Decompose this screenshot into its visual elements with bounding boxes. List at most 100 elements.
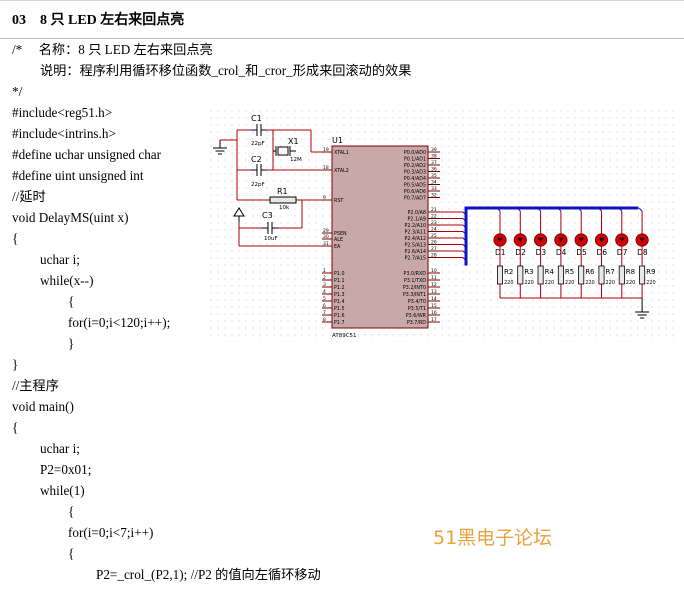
code-line: /* 名称：8 只 LED 左右来回点亮 <box>12 42 213 57</box>
resistor-ref: R8 <box>626 268 635 276</box>
watermark-text: 51黑电子论坛 <box>433 527 553 549</box>
bus-entry <box>516 207 521 212</box>
x1-ref: X1 <box>288 137 299 146</box>
resistor-6 <box>578 265 585 285</box>
vcc-symbol <box>233 207 245 222</box>
chip-pin-number: 6 <box>323 303 326 309</box>
chip-ref: U1 <box>332 136 343 145</box>
bus-entry <box>462 231 467 235</box>
chip-pin-name: P1.3 <box>334 292 345 298</box>
resistor-value: 220 <box>646 280 656 286</box>
chip-pin-name: P0.6/AD6 <box>404 189 426 195</box>
code-line: #define uchar unsigned char <box>12 147 162 162</box>
circuit-schematic: C1 22pF C2 22pF X1 12M R1 10k C3 10uF U1… <box>210 110 678 342</box>
resistor-ref: R5 <box>565 268 574 276</box>
bus-entry <box>598 207 602 212</box>
p2-bus <box>464 206 639 266</box>
resistor-7 <box>598 265 605 285</box>
led-diode-icon <box>557 237 564 243</box>
code-line: uchar i; <box>40 441 80 456</box>
chip-pin-name: P2.4/A12 <box>404 236 426 242</box>
chip-pin-number: 26 <box>431 239 437 245</box>
chip-pin-name: XTAL2 <box>334 168 349 174</box>
capacitor-c1 <box>251 124 267 136</box>
chip-pin-number: 2 <box>323 275 326 281</box>
chip-part: AT89C51 <box>332 333 357 339</box>
code-line: while(1) <box>40 483 85 498</box>
resistor-ref: R4 <box>545 268 555 276</box>
code-line: void DelayMS(uint x) <box>12 210 129 225</box>
chip-pin-name: P3.7/RD <box>407 320 426 326</box>
code-line: { <box>12 231 19 246</box>
resistor-ref: R9 <box>646 268 655 276</box>
chip-pin-name: P0.7/AD7 <box>404 195 426 201</box>
chip-pin-number: 22 <box>431 213 437 219</box>
chip-pin-number: 18 <box>323 165 329 171</box>
chip-pin-name: P3.1/TXD <box>404 278 426 284</box>
code-line: #include<reg51.h> <box>12 105 113 120</box>
chip-pin-name: P2.5/A13 <box>404 242 426 248</box>
chip-pin-name: P3.2/INT0 <box>403 285 426 291</box>
code-line: uchar i; <box>40 252 80 267</box>
chip-pin-number: 39 <box>431 147 437 153</box>
section-heading: 03 8 只 LED 左右来回点亮 <box>12 13 185 28</box>
chip-pin-name: P2.7/A15 <box>404 255 426 261</box>
chip-pin-number: 3 <box>323 282 326 288</box>
chip-pin-name: P1.4 <box>334 299 345 305</box>
resistor-value: 220 <box>504 280 514 286</box>
chip-pins: 19XTAL118XTAL29RST29PSEN30ALE31EA1P1.02P… <box>322 147 440 326</box>
resistor-ref: R7 <box>606 268 615 276</box>
chip-pin-number: 28 <box>431 252 437 258</box>
code-line: #define uint unsigned int <box>12 168 144 183</box>
chip-pin-number: 36 <box>431 166 437 172</box>
led-diode-icon <box>537 237 544 243</box>
chip-pin-number: 24 <box>431 226 437 232</box>
led-diode-icon <box>618 237 625 243</box>
bus-entry <box>618 207 623 212</box>
bus-entry <box>577 207 582 212</box>
bus-entry <box>537 207 541 212</box>
code-line: for(i=0;i<120;i++); <box>68 315 171 330</box>
resistor-value: 220 <box>585 280 595 286</box>
chip-pin-number: 33 <box>431 186 437 192</box>
c3-ref: C3 <box>262 211 273 220</box>
r1-ref: R1 <box>277 187 288 196</box>
resistor-value: 220 <box>606 280 616 286</box>
code-line: { <box>12 420 19 435</box>
c1-ref: C1 <box>251 114 262 123</box>
chip-pin-number: 37 <box>431 160 437 166</box>
bus-entry <box>462 250 467 255</box>
code-line: } <box>12 357 19 372</box>
code-line: } <box>68 336 75 351</box>
resistor-3 <box>517 265 524 285</box>
crystal-x1 <box>273 146 296 156</box>
chip-pin-name: P1.1 <box>334 278 345 284</box>
chip-pin-number: 30 <box>323 234 329 240</box>
chip-pin-name: P3.0/RXD <box>404 271 427 277</box>
code-line: */ <box>12 84 23 99</box>
chip-pin-name: P0.0/AD0 <box>404 150 426 156</box>
code-line: P2=_crol_(P2,1); //P2 的值向左循环移动 <box>96 567 321 582</box>
chip-body <box>331 145 429 329</box>
chip-pin-name: P2.1/A9 <box>408 216 426 222</box>
chip-pin-name: P3.4/T0 <box>408 299 426 305</box>
resistor-ref: R6 <box>585 268 595 276</box>
r1-value: 10k <box>279 205 290 211</box>
chip-pin-name: P1.7 <box>334 320 345 326</box>
chip-pin-name: P1.2 <box>334 285 345 291</box>
chip-pin-number: 19 <box>323 147 329 153</box>
bus-entry <box>462 237 467 242</box>
chip-pin-name: P1.5 <box>334 306 345 312</box>
chip-pin-number: 31 <box>323 241 329 247</box>
schematic-grid <box>210 110 678 342</box>
c3-value: 10uF <box>264 236 278 242</box>
chip-pin-number: 5 <box>323 296 326 302</box>
bus-entry <box>638 207 643 212</box>
chip-pin-number: 34 <box>431 179 437 185</box>
resistor-ref: R2 <box>504 268 513 276</box>
top-rule <box>0 0 684 1</box>
led-diode-icon <box>598 237 605 243</box>
chip-pin-number: 15 <box>431 303 437 309</box>
chip-pin-number: 10 <box>431 268 437 274</box>
chip-pin-number: 38 <box>431 153 437 159</box>
